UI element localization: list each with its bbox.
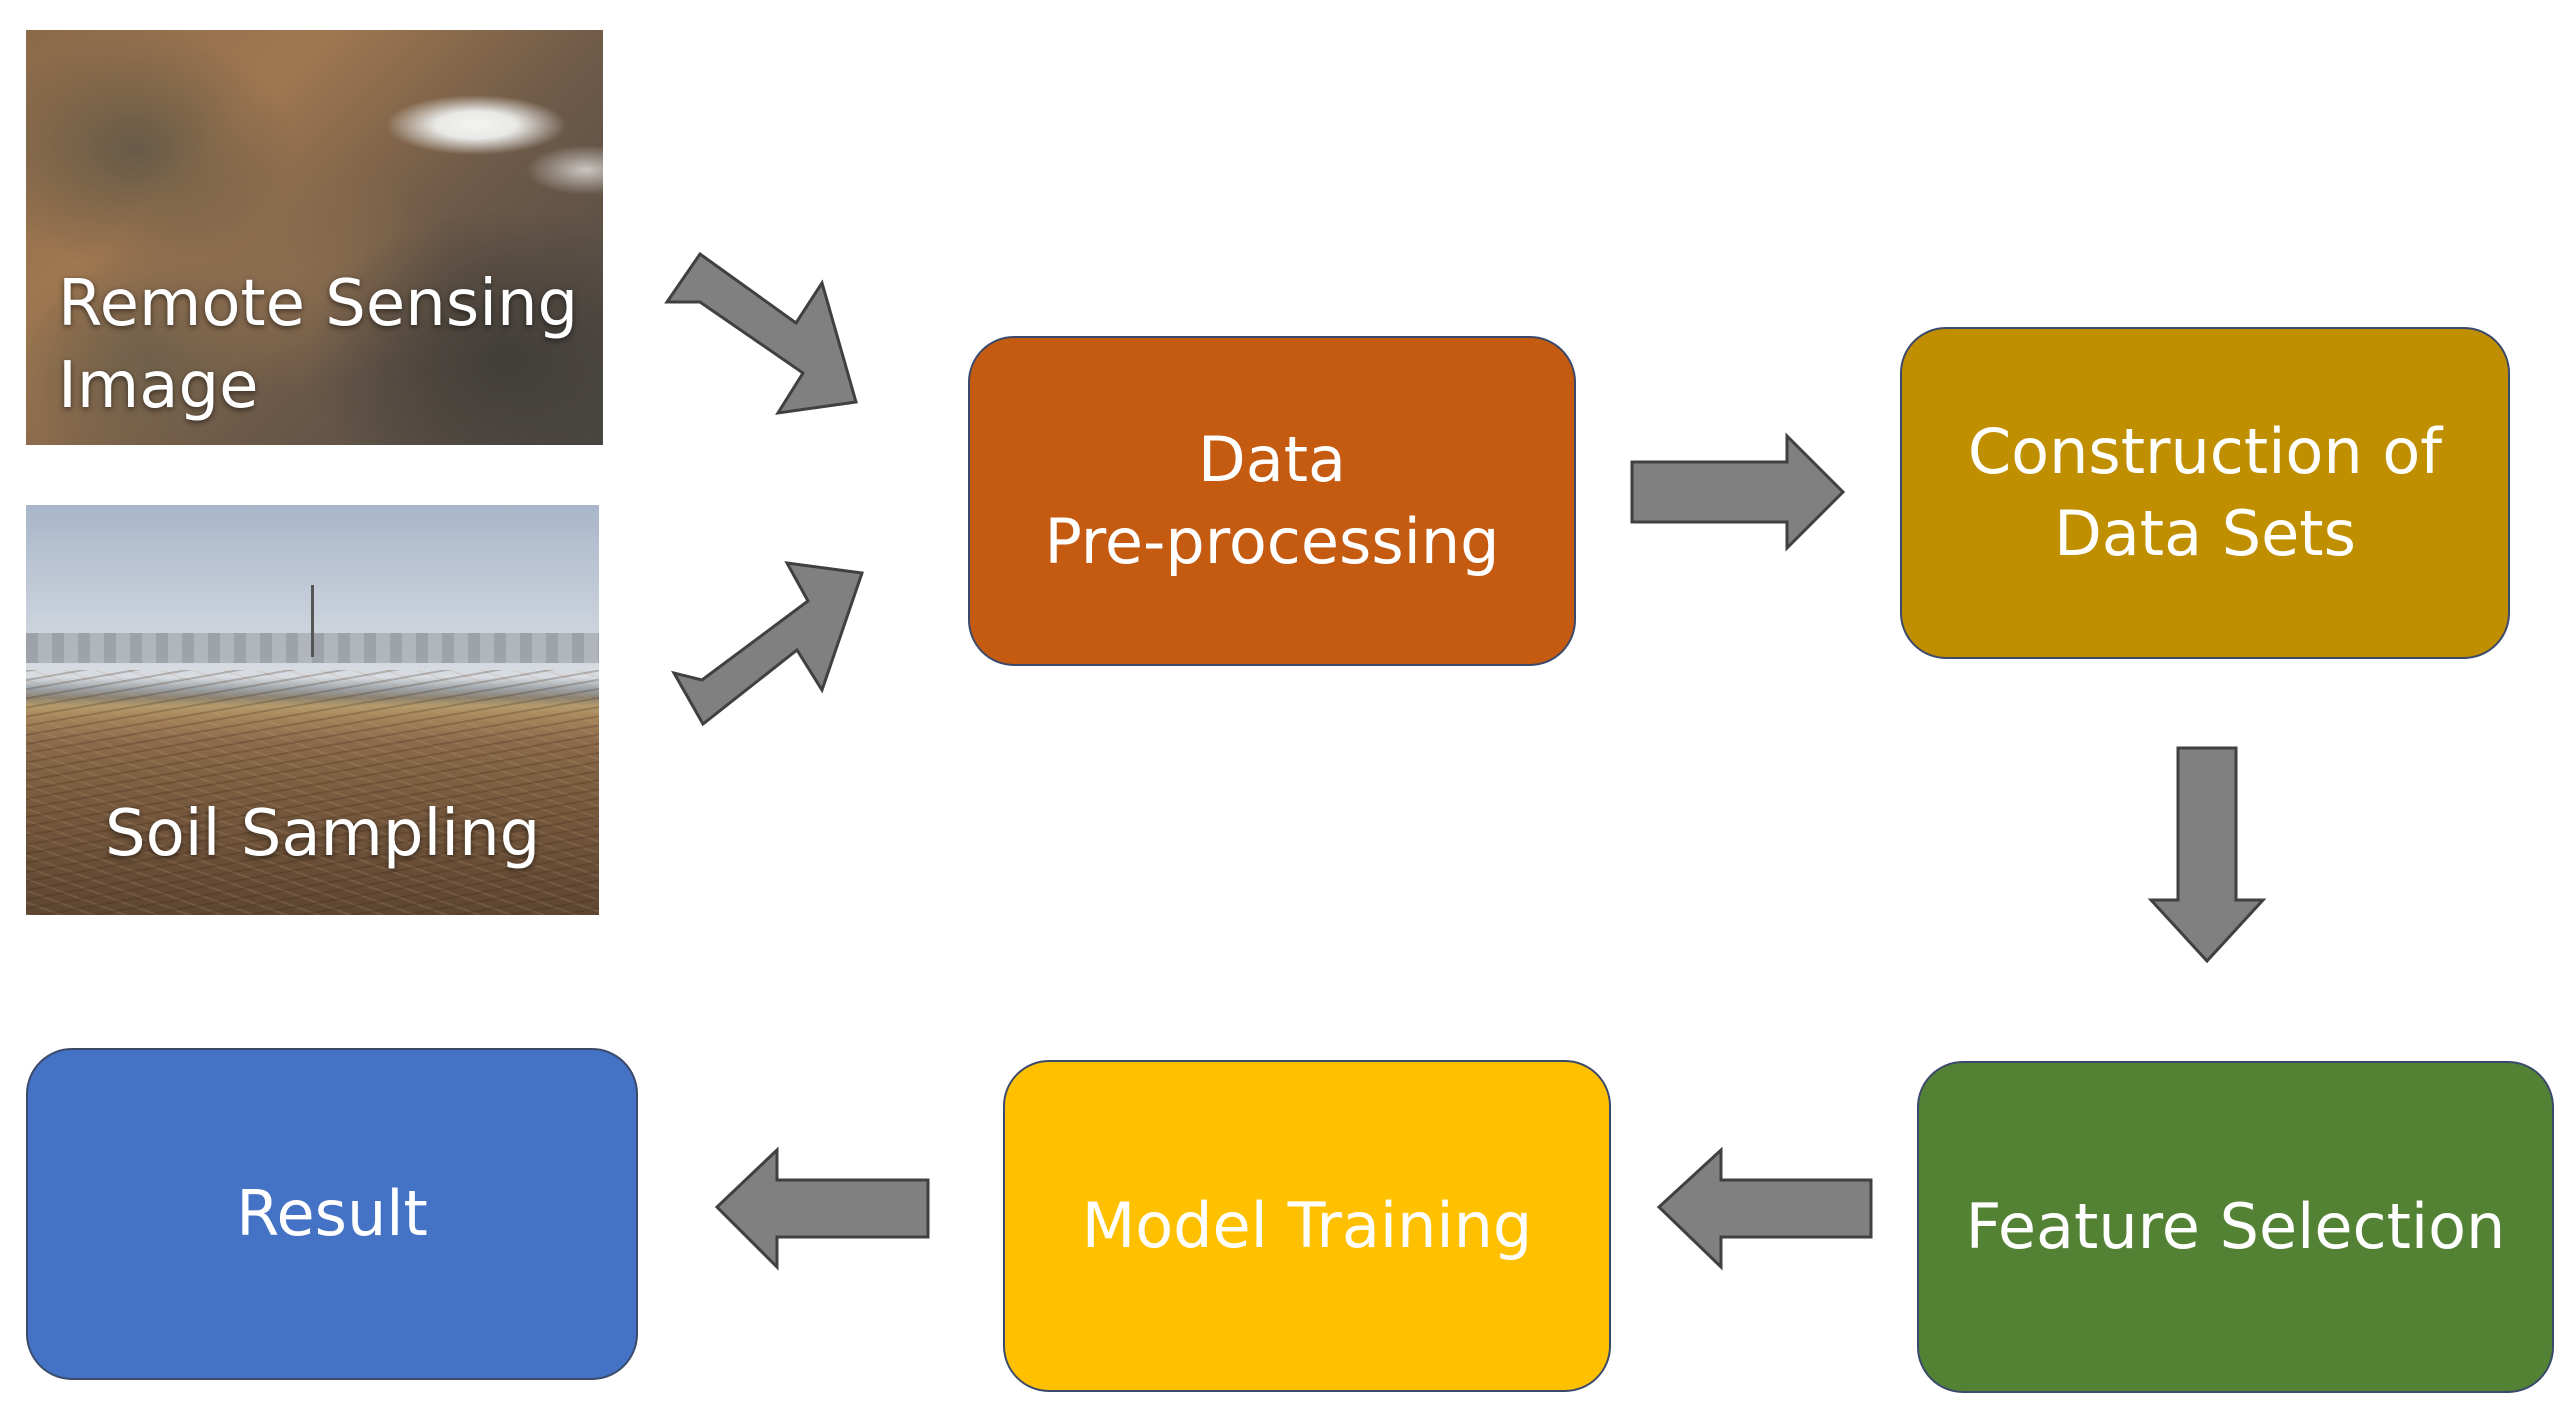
feature-selection-label: Feature Selection	[1965, 1190, 2506, 1263]
arrow-sampling-to-preprocessing	[670, 561, 865, 727]
model-training-label: Model Training	[1081, 1189, 1533, 1262]
arrow-image-to-preprocessing	[664, 251, 858, 415]
arrow-preprocessing-to-construction	[1630, 432, 1846, 552]
soil-sampling-image: Soil Sampling	[26, 505, 599, 915]
remote-sensing-image: Remote Sensing Image	[26, 30, 603, 445]
arrow-feature-to-model	[1656, 1146, 1873, 1271]
data-preprocessing-label: Data Pre-processing	[1044, 423, 1500, 578]
data-preprocessing-box: Data Pre-processing	[968, 336, 1576, 666]
construction-of-data-sets-label: Construction of Data Sets	[1967, 415, 2443, 570]
construction-of-data-sets-box: Construction of Data Sets	[1900, 327, 2510, 659]
tower	[311, 585, 314, 657]
field-texture	[26, 670, 599, 915]
remote-sensing-label: Remote Sensing Image	[58, 267, 579, 423]
feature-selection-box: Feature Selection	[1917, 1061, 2554, 1393]
result-box: Result	[26, 1048, 638, 1380]
model-training-box: Model Training	[1003, 1060, 1611, 1392]
result-label: Result	[236, 1177, 428, 1250]
arrow-model-to-result	[714, 1146, 930, 1271]
arrow-construction-to-feature	[2147, 746, 2267, 964]
soil-sampling-label: Soil Sampling	[105, 797, 541, 871]
